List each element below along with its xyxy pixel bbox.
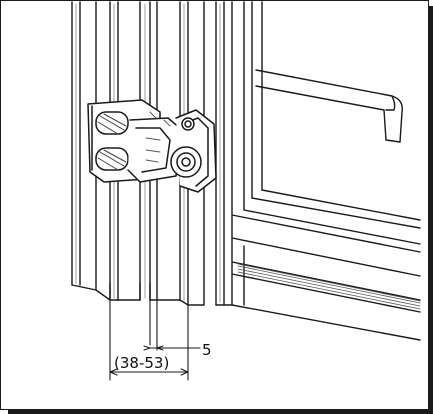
dimension-gap-label: 5 bbox=[202, 341, 212, 359]
screw-slot-icon bbox=[95, 147, 129, 171]
handle-icon bbox=[255, 69, 403, 143]
hinge-detail bbox=[145, 111, 171, 163]
dimension-lines bbox=[109, 299, 201, 381]
hinge-pivot-icon bbox=[170, 117, 202, 178]
door-frame bbox=[231, 1, 421, 341]
seal-hatching bbox=[237, 263, 421, 310]
hinge-body bbox=[87, 99, 217, 193]
screw-slot-icon bbox=[95, 111, 129, 135]
dimension-range-label: (38-53) bbox=[114, 354, 169, 372]
